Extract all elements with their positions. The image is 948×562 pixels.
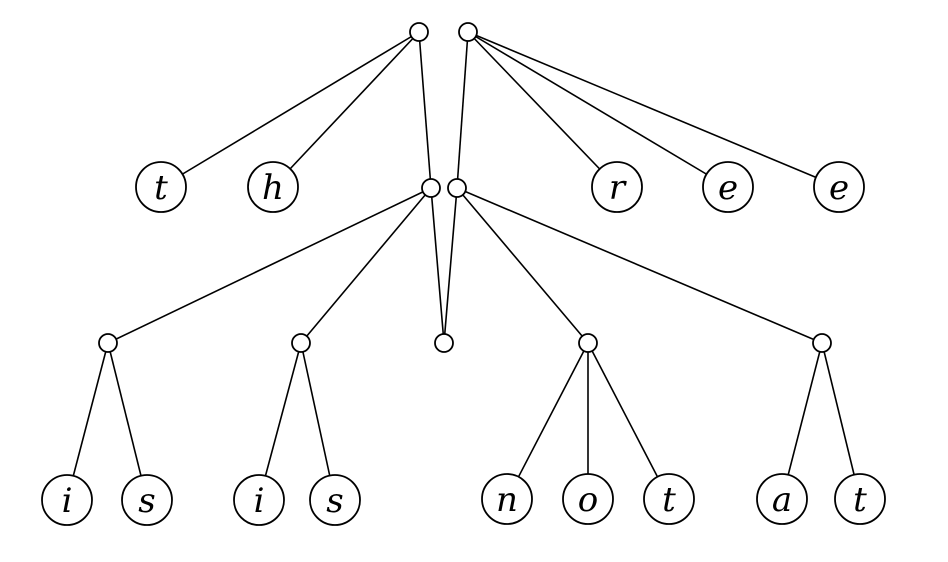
leaf-label-leaf-t1: t xyxy=(154,168,168,208)
internal-node-mid-left xyxy=(421,178,441,198)
edge-root-left-leaf-h1 xyxy=(272,31,420,188)
edge-low-1-leaf-i1 xyxy=(66,342,109,501)
leaf-label-leaf-o1: o xyxy=(578,480,598,520)
leaf-label-leaf-a1: a xyxy=(772,480,792,520)
leaf-label-leaf-t3: t xyxy=(853,480,867,520)
edge-root-left-leaf-t1 xyxy=(160,31,420,188)
leaf-node-leaf-r1 xyxy=(591,161,643,213)
edge-low-2-leaf-s2 xyxy=(300,342,336,501)
leaf-label-leaf-n1: n xyxy=(496,480,518,520)
edge-low-5-leaf-t3 xyxy=(821,342,861,500)
leaf-label-leaf-i1: i xyxy=(62,481,73,521)
leaf-node-leaf-e1 xyxy=(702,161,754,213)
edge-root-right-leaf-e2 xyxy=(467,31,840,188)
edge-low-5-leaf-a1 xyxy=(781,342,823,500)
edge-low-2-leaf-i2 xyxy=(258,342,302,501)
edge-root-right-leaf-e1 xyxy=(467,31,729,188)
edge-root-right-mid-right xyxy=(456,31,469,189)
edge-root-right-leaf-r1 xyxy=(467,31,618,188)
leaf-node-leaf-o1 xyxy=(562,473,614,525)
edge-mid-right-low-4 xyxy=(456,187,589,344)
leaf-label-leaf-t2: t xyxy=(662,480,676,520)
leaf-node-leaf-t3 xyxy=(834,473,886,525)
internal-node-mid-right xyxy=(447,178,467,198)
internal-node-low-center xyxy=(434,333,454,353)
internal-node-root-left xyxy=(409,22,429,42)
leaf-label-leaf-e1: e xyxy=(718,168,738,208)
edge-mid-right-low-5 xyxy=(456,187,823,344)
internal-node-low-4 xyxy=(578,333,598,353)
edge-mid-left-low-2 xyxy=(300,187,432,344)
leaf-node-leaf-a1 xyxy=(756,473,808,525)
edge-low-4-leaf-n1 xyxy=(506,342,589,500)
leaf-node-leaf-i2 xyxy=(233,474,285,526)
edge-mid-right-low-center xyxy=(443,187,458,344)
leaf-label-leaf-s2: s xyxy=(326,481,343,521)
leaf-label-leaf-s1: s xyxy=(138,481,155,521)
leaf-node-leaf-t2 xyxy=(643,473,695,525)
internal-node-low-5 xyxy=(812,333,832,353)
internal-node-low-1 xyxy=(98,333,118,353)
edge-root-left-mid-left xyxy=(418,31,432,189)
leaf-label-leaf-e2: e xyxy=(829,168,849,208)
leaf-node-leaf-h1 xyxy=(247,161,299,213)
leaf-node-leaf-s2 xyxy=(309,474,361,526)
leaf-label-leaf-r1: r xyxy=(609,168,627,208)
leaf-node-leaf-e2 xyxy=(813,161,865,213)
leaf-node-leaf-n1 xyxy=(481,473,533,525)
leaf-label-leaf-i2: i xyxy=(254,481,265,521)
edge-mid-left-low-center xyxy=(430,187,445,344)
edge-low-1-leaf-s1 xyxy=(107,342,148,501)
leaf-node-leaf-s1 xyxy=(121,474,173,526)
internal-node-low-2 xyxy=(291,333,311,353)
leaf-node-leaf-t1 xyxy=(135,161,187,213)
edge-mid-left-low-1 xyxy=(107,187,432,344)
edge-low-4-leaf-t2 xyxy=(587,342,670,500)
leaf-node-leaf-i1 xyxy=(41,474,93,526)
leaf-label-leaf-h1: h xyxy=(262,168,284,208)
internal-node-root-right xyxy=(458,22,478,42)
